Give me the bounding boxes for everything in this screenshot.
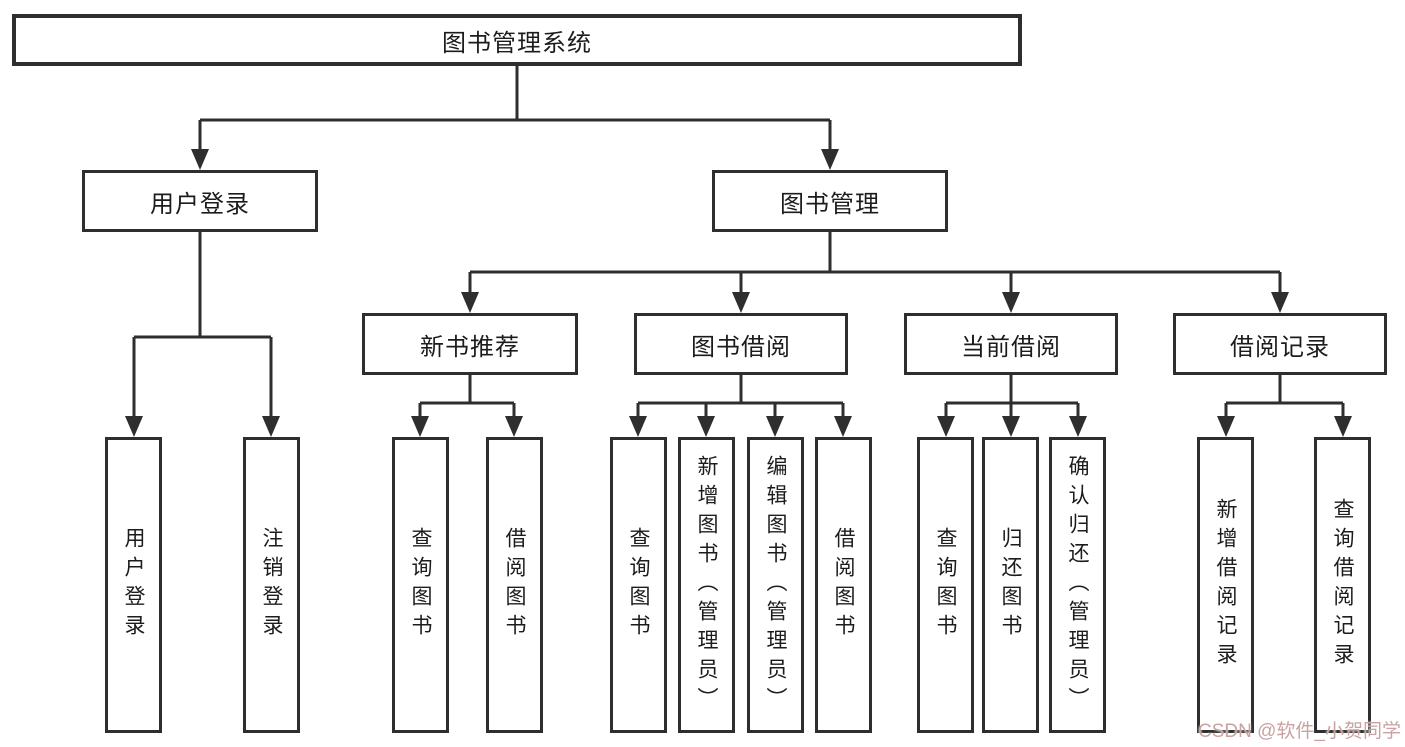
arrowhead	[821, 149, 839, 170]
leaf-confirm-return-admin-label: 确认归还（管理员）	[1066, 454, 1090, 716]
leaf-edit-books-admin-label: 编辑图书（管理员）	[764, 454, 788, 716]
leaf-add-books-admin: 新增图书（管理员）	[678, 437, 735, 733]
leaf-borrow-books-label: 借阅图书	[832, 527, 856, 643]
leaf-edit-books-admin: 编辑图书（管理员）	[747, 437, 804, 733]
connector-current-borrow	[944, 375, 1080, 418]
connector-new-book	[418, 375, 516, 418]
leaf-query-books-recommend: 查询图书	[392, 437, 449, 733]
node-book-management-label: 图书管理	[780, 190, 880, 218]
node-user-login: 用户登录	[82, 170, 318, 232]
leaf-add-borrow-record: 新增借阅记录	[1197, 437, 1254, 733]
node-current-borrow-label: 当前借阅	[961, 333, 1061, 361]
leaf-query-borrow-record-label: 查询借阅记录	[1331, 498, 1355, 672]
connector-root-to-level2	[198, 66, 832, 151]
arrowhead	[732, 292, 750, 313]
node-borrow-records-label: 借阅记录	[1230, 333, 1330, 361]
node-book-borrow: 图书借阅	[634, 313, 848, 375]
arrowhead	[1002, 416, 1020, 437]
leaf-add-borrow-record-label: 新增借阅记录	[1214, 498, 1238, 672]
leaf-logout: 注销登录	[243, 437, 300, 733]
arrowhead	[191, 149, 209, 170]
arrowhead	[766, 416, 784, 437]
arrowhead	[262, 416, 280, 437]
node-new-book-recommend: 新书推荐	[362, 313, 578, 375]
leaf-user-login: 用户登录	[105, 437, 162, 733]
node-library-system-label: 图书管理系统	[442, 29, 592, 57]
leaf-query-books-borrow: 查询图书	[610, 437, 667, 733]
arrowhead	[937, 416, 955, 437]
node-current-borrow: 当前借阅	[904, 313, 1118, 375]
connector-user-login	[132, 232, 273, 418]
arrowhead	[629, 416, 647, 437]
leaf-query-books-borrow-label: 查询图书	[627, 527, 651, 643]
arrowhead	[1334, 416, 1352, 437]
connector-book-borrow	[636, 375, 845, 418]
arrowhead	[1271, 292, 1289, 313]
node-library-system: 图书管理系统	[12, 14, 1022, 66]
arrowhead	[834, 416, 852, 437]
connector-book-management	[468, 232, 1282, 294]
arrowhead	[697, 416, 715, 437]
leaf-query-borrow-record: 查询借阅记录	[1314, 437, 1371, 733]
arrowhead	[461, 292, 479, 313]
arrowhead	[1217, 416, 1235, 437]
leaf-borrow-books-recommend-label: 借阅图书	[503, 527, 527, 643]
leaf-confirm-return-admin: 确认归还（管理员）	[1049, 437, 1106, 733]
leaf-return-books-label: 归还图书	[999, 527, 1023, 643]
node-user-login-label: 用户登录	[150, 190, 250, 218]
arrowhead	[1069, 416, 1087, 437]
leaf-user-login-label: 用户登录	[122, 527, 146, 643]
node-new-book-recommend-label: 新书推荐	[420, 333, 520, 361]
arrowhead	[1002, 292, 1020, 313]
connector-borrow-records	[1224, 375, 1345, 418]
leaf-query-books-current-label: 查询图书	[934, 527, 958, 643]
leaf-query-books-current: 查询图书	[917, 437, 974, 733]
arrowhead	[125, 416, 143, 437]
leaf-logout-label: 注销登录	[260, 527, 284, 643]
leaf-query-books-recommend-label: 查询图书	[409, 527, 433, 643]
node-borrow-records: 借阅记录	[1173, 313, 1387, 375]
leaf-borrow-books: 借阅图书	[815, 437, 872, 733]
arrowhead	[411, 416, 429, 437]
leaf-return-books: 归还图书	[982, 437, 1039, 733]
leaf-add-books-admin-label: 新增图书（管理员）	[695, 454, 719, 716]
csdn-watermark: CSDN @软件_小贺同学	[1198, 721, 1401, 742]
leaf-borrow-books-recommend: 借阅图书	[486, 437, 543, 733]
arrowhead	[505, 416, 523, 437]
node-book-management: 图书管理	[712, 170, 948, 232]
node-book-borrow-label: 图书借阅	[691, 333, 791, 361]
